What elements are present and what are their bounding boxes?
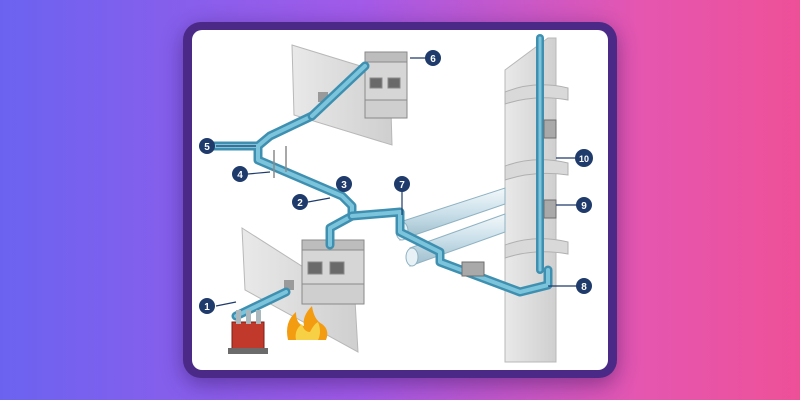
hangers bbox=[273, 146, 287, 178]
lower-wall-penetration bbox=[284, 280, 294, 290]
callout-2: 2 bbox=[292, 194, 308, 210]
svg-text:3: 3 bbox=[341, 180, 347, 191]
callout-7: 7 bbox=[394, 176, 410, 192]
svg-text:2: 2 bbox=[297, 198, 303, 209]
upper-switchgear bbox=[364, 51, 408, 119]
busway-diagram: 1 2 3 4 5 6 7 8 bbox=[199, 34, 593, 363]
callout-8: 8 bbox=[576, 278, 592, 294]
floor-slabs bbox=[504, 84, 569, 259]
pipes bbox=[395, 187, 506, 267]
svg-text:1: 1 bbox=[204, 302, 210, 313]
callout-10: 10 bbox=[575, 149, 593, 167]
callout-4: 4 bbox=[232, 166, 248, 182]
svg-text:7: 7 bbox=[399, 180, 405, 191]
callout-1: 1 bbox=[199, 298, 215, 314]
svg-text:10: 10 bbox=[579, 154, 589, 164]
transformer bbox=[228, 310, 268, 354]
svg-text:9: 9 bbox=[581, 201, 587, 212]
upper-wall-penetration bbox=[318, 92, 328, 102]
svg-text:8: 8 bbox=[581, 282, 587, 293]
fire-icon bbox=[287, 306, 328, 340]
callout-5: 5 bbox=[199, 138, 215, 154]
svg-text:4: 4 bbox=[237, 170, 243, 181]
svg-text:5: 5 bbox=[204, 142, 210, 153]
diagram-card: 1 2 3 4 5 6 7 8 bbox=[192, 30, 608, 370]
callout-9: 9 bbox=[576, 197, 592, 213]
lower-switchgear bbox=[301, 239, 365, 305]
plug-in-boxes bbox=[461, 119, 557, 277]
callout-6: 6 bbox=[425, 50, 441, 66]
callout-3: 3 bbox=[336, 176, 352, 192]
svg-text:6: 6 bbox=[430, 54, 436, 65]
